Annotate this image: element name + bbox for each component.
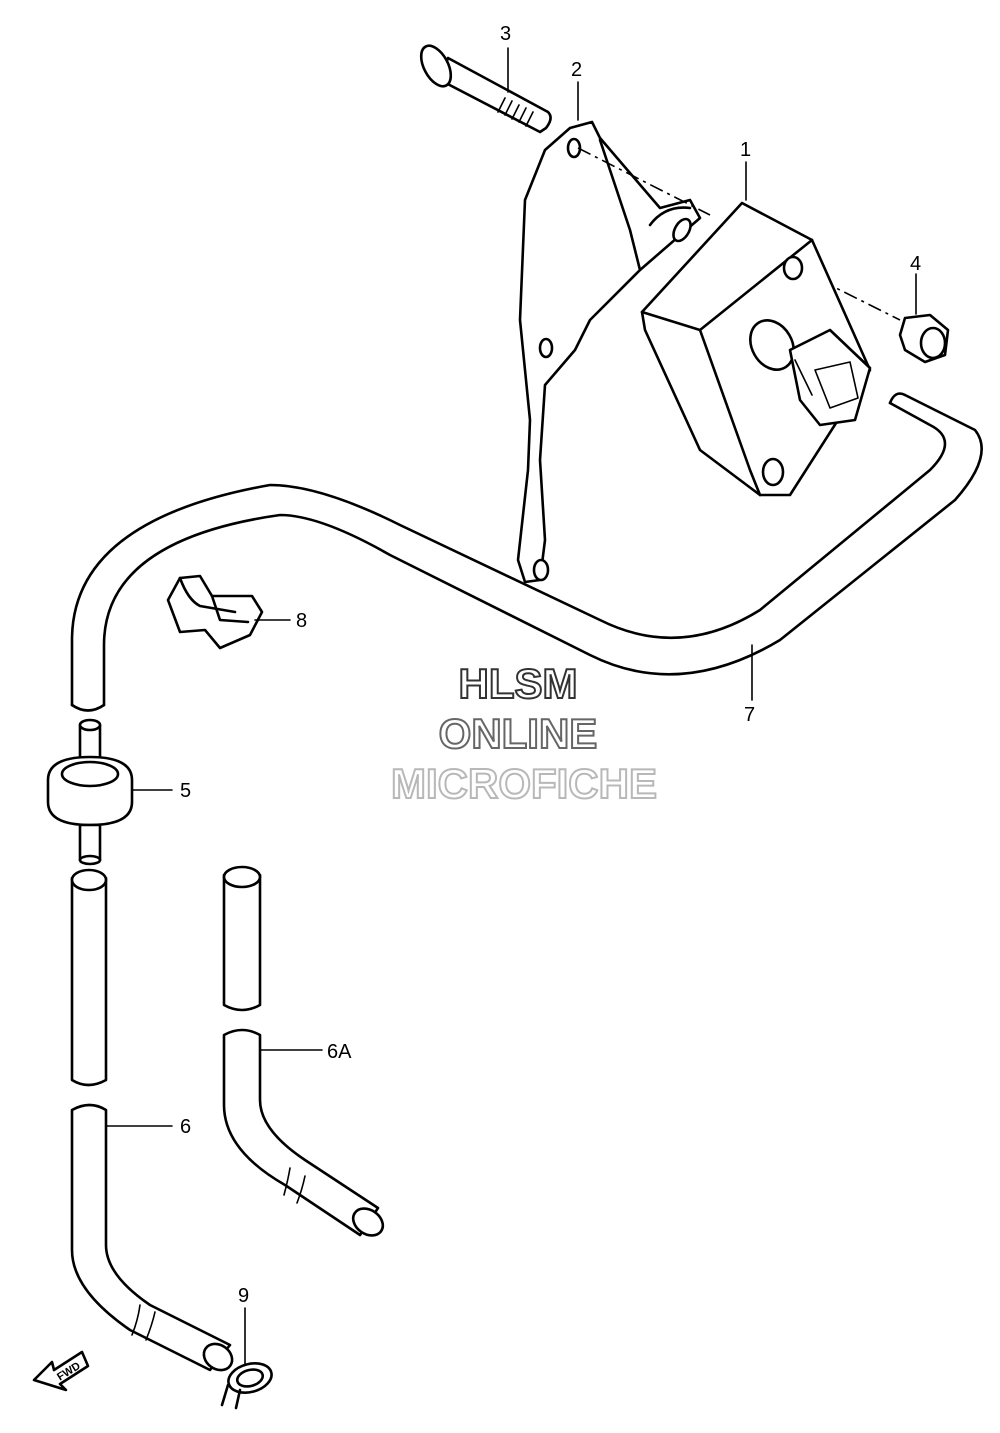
leader-lines	[105, 47, 917, 1366]
callout-part-8: 8	[296, 610, 307, 632]
nut	[898, 313, 950, 364]
callout-part-6a: 6A	[327, 1041, 352, 1063]
bolt-alignment-line	[577, 147, 711, 216]
callout-part-2: 2	[571, 59, 582, 81]
bolt	[419, 44, 552, 134]
watermark-line-1: HLSM	[459, 660, 578, 707]
callout-part-1: 1	[740, 139, 751, 161]
callout-part-9: 9	[238, 1285, 249, 1307]
callout-part-7: 7	[744, 704, 755, 726]
hose-7	[70, 392, 983, 712]
watermark-line-2: ONLINE	[439, 710, 598, 757]
clip-9	[220, 1362, 273, 1410]
hose-6a	[222, 865, 385, 1237]
sensor-body	[640, 201, 872, 497]
fwd-arrow-icon: FWD	[32, 1350, 90, 1392]
callout-part-3: 3	[500, 23, 511, 45]
bracket	[516, 120, 702, 584]
filter	[46, 718, 134, 866]
callout-part-6: 6	[180, 1116, 191, 1138]
callout-part-5: 5	[180, 780, 191, 802]
hose-6	[70, 868, 234, 1372]
callout-part-4: 4	[910, 253, 921, 275]
clamp-8	[166, 574, 264, 650]
watermark-line-3: MICROFICHE	[391, 760, 657, 807]
